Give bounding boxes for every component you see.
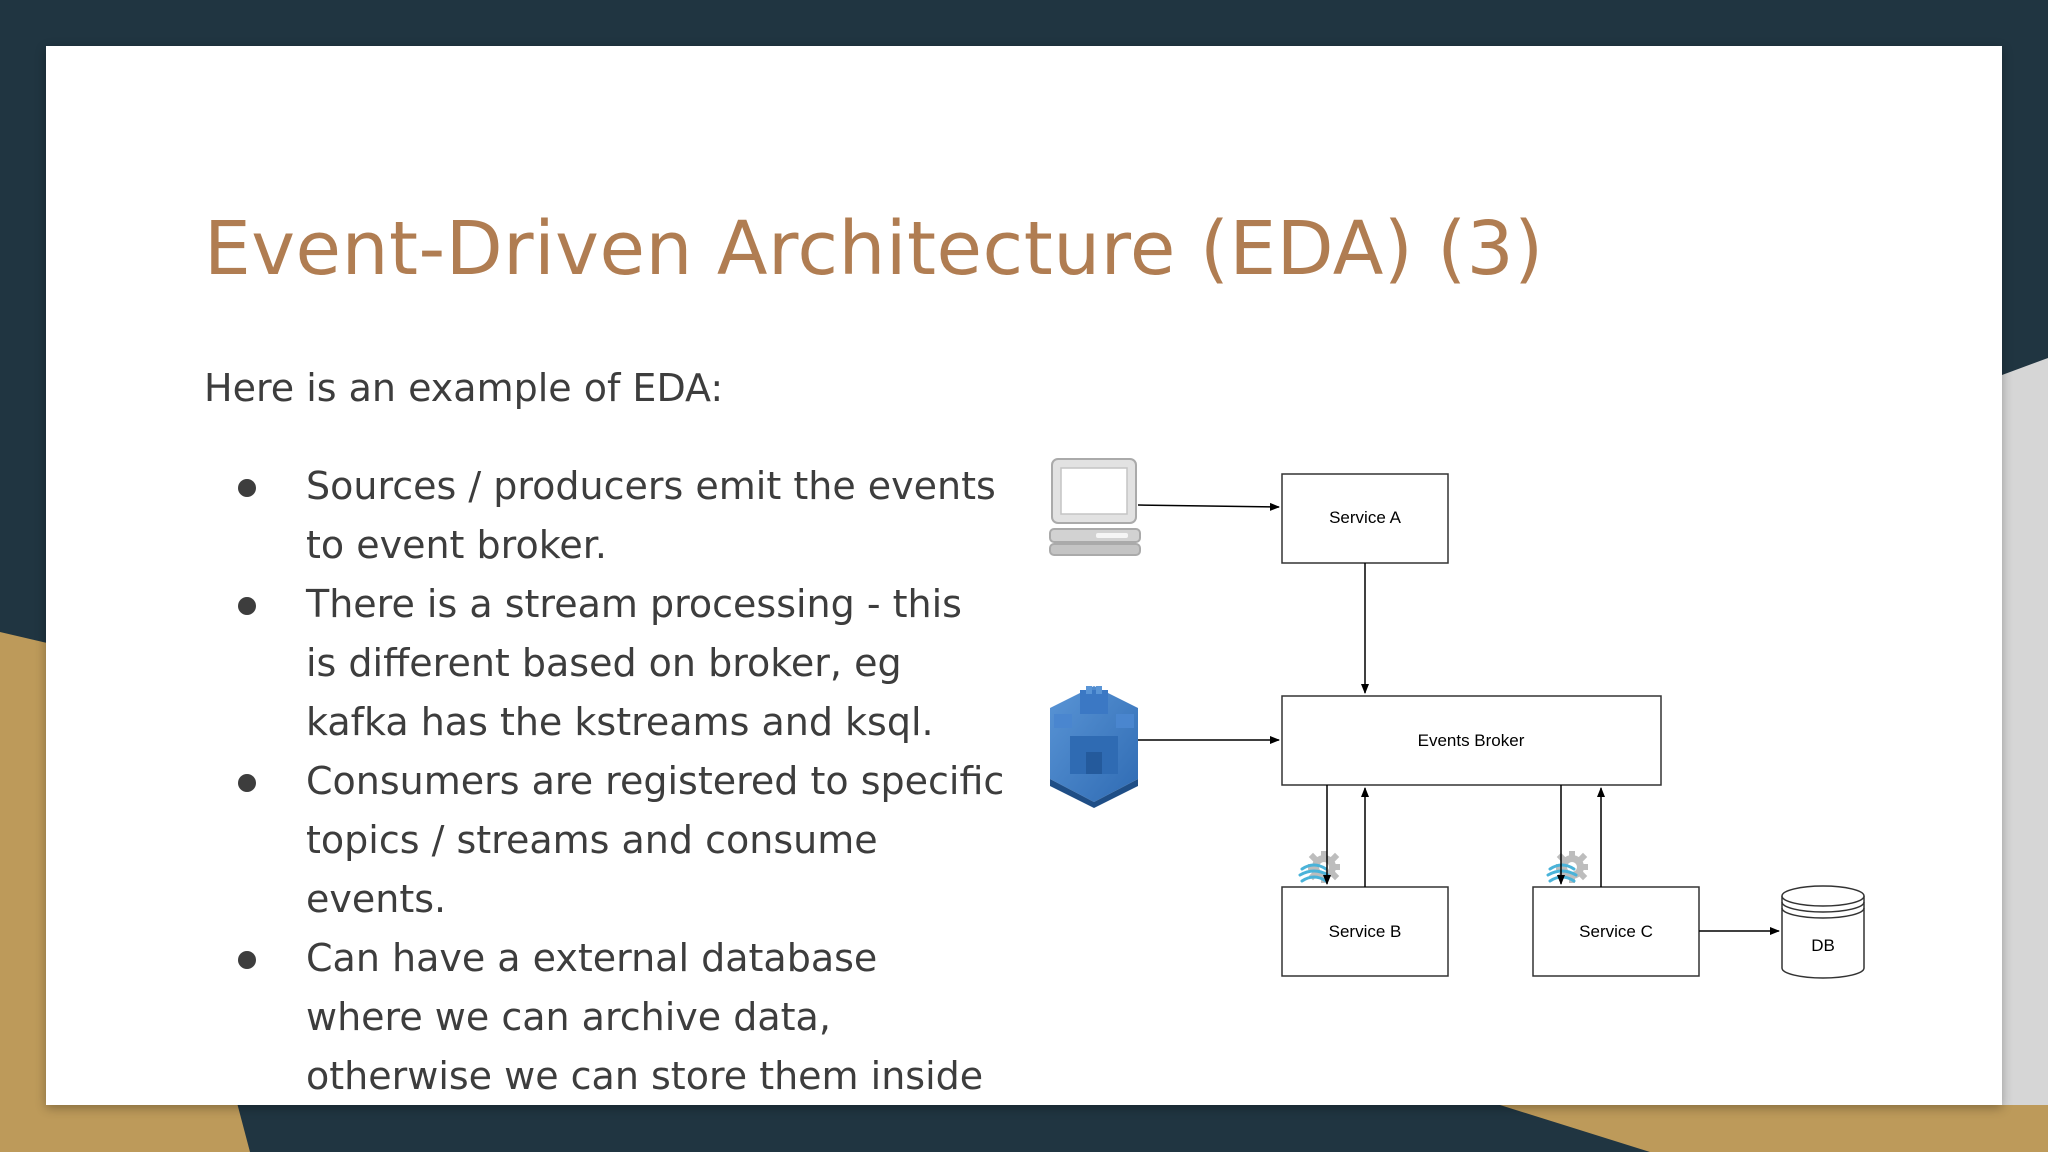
bullet-dot xyxy=(238,951,256,969)
db-node: DB xyxy=(1781,885,1865,979)
slide: Event-Driven Architecture (EDA) (3) Here… xyxy=(46,46,2002,1105)
service-a-label: Service A xyxy=(1329,508,1401,527)
bullet-dot xyxy=(238,479,256,497)
bullet-item: Sources / producers emit the events to ev… xyxy=(204,457,1064,575)
slide-title: Event-Driven Architecture (EDA) (3) xyxy=(204,206,1544,292)
gear-stream-icon xyxy=(1546,851,1588,883)
intro-text: Here is an example of EDA: xyxy=(204,366,724,410)
bullet-item: Consumers are registered to specific topi… xyxy=(204,752,1064,929)
diagram-arrows xyxy=(1137,502,1780,935)
events-broker-node: Events Broker xyxy=(1281,695,1662,786)
bullet-line: Sources / producers emit the events xyxy=(306,464,996,508)
laptop-icon xyxy=(1049,458,1141,556)
bullet-line: Can have a external database xyxy=(306,936,878,980)
bullet-line: otherwise we can store them inside xyxy=(306,1054,984,1098)
service-a-node: Service A xyxy=(1281,473,1449,564)
arrow-laptop-to-service-a xyxy=(1137,502,1280,511)
bullet-item: There is a stream processing - this is di… xyxy=(204,575,1064,752)
bullet-line: is different based on broker, eg xyxy=(306,641,902,685)
db-label: DB xyxy=(1811,936,1835,955)
bullet-line: where we can archive data, xyxy=(306,995,831,1039)
gear-stream-icon xyxy=(1298,851,1340,883)
bullet-line: kafka has the kstreams and ksql. xyxy=(306,700,934,744)
bullet-list: Sources / producers emit the events to ev… xyxy=(204,457,1064,1105)
service-b-label: Service B xyxy=(1329,922,1402,941)
aws-castle-icon xyxy=(1050,686,1138,808)
bullet-line: Consumers are registered to specific xyxy=(306,759,1005,803)
bullet-dot xyxy=(238,597,256,615)
service-b-node: Service B xyxy=(1281,886,1449,977)
service-c-node: Service C xyxy=(1532,886,1700,977)
bullet-line: There is a stream processing - this xyxy=(306,582,962,626)
bullet-item: Can have a external database where we can… xyxy=(204,929,1064,1105)
events-broker-label: Events Broker xyxy=(1418,731,1525,750)
service-c-label: Service C xyxy=(1579,922,1653,941)
bullet-line: topics / streams and consume xyxy=(306,818,878,862)
eda-diagram: Service A Events Broker Service B Servic… xyxy=(1049,458,1865,979)
bullet-line: events. xyxy=(306,877,447,921)
bullet-dot xyxy=(238,774,256,792)
bullet-line: to event broker. xyxy=(306,523,607,567)
